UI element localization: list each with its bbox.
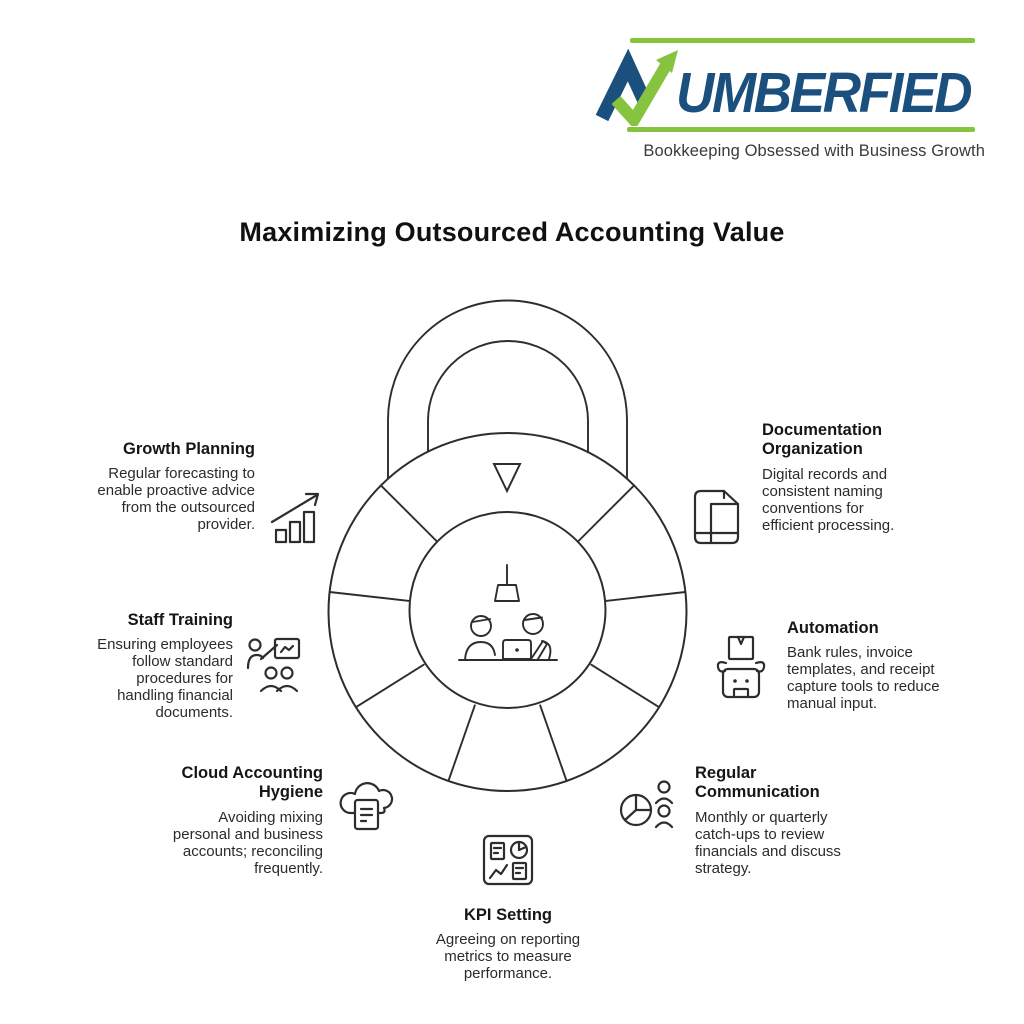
padlock-dial-graphic <box>300 280 740 820</box>
item-kpi-setting: KPI Setting Agreeing on reporting metric… <box>423 906 593 982</box>
item-documentation-organization: Documentation Organization Digital recor… <box>762 421 907 534</box>
item-description: Bank rules, invoice templates, and recei… <box>787 644 940 713</box>
item-description: Ensuring employees follow standard proce… <box>97 636 233 722</box>
item-title: Cloud Accounting Hygiene <box>181 764 323 802</box>
item-cloud-accounting-hygiene: Cloud Accounting Hygiene Avoiding mixing… <box>163 764 323 877</box>
brand-tagline: Bookkeeping Obsessed with Business Growt… <box>643 142 985 160</box>
bar-chart-growth-arrow-icon <box>268 488 326 546</box>
item-description: Digital records and consistent naming co… <box>762 465 895 534</box>
logo-bottom-rule <box>627 127 975 132</box>
logo-top-rule <box>630 38 975 43</box>
trainer-presentation-audience-icon <box>246 636 302 696</box>
dial-marker-triangle <box>492 463 522 494</box>
item-growth-planning: Growth Planning Regular forecasting to e… <box>97 440 255 533</box>
item-title: Growth Planning <box>123 440 255 458</box>
item-title: Staff Training <box>127 611 233 629</box>
people-working-illustration <box>458 564 558 661</box>
cloud-document-icon <box>338 779 394 835</box>
item-description: Avoiding mixing personal and business ac… <box>172 808 323 877</box>
page-title: Maximizing Outsourced Accounting Value <box>239 217 785 247</box>
item-title: Documentation Organization <box>762 421 883 459</box>
item-automation: Automation Bank rules, invoice templates… <box>787 619 945 712</box>
item-title: KPI Setting <box>463 906 552 924</box>
item-staff-training: Staff Training Ensuring employees follow… <box>93 611 233 721</box>
brand-wordmark: UMBERFIED <box>676 61 973 125</box>
item-title: Automation <box>787 619 879 637</box>
dashboard-reports-icon <box>481 833 535 887</box>
robot-package-icon <box>712 634 770 700</box>
dial-spokes <box>328 484 687 782</box>
item-regular-communication: Regular Communication Monthly or quarter… <box>695 764 855 877</box>
item-description: Monthly or quarterly catch-ups to review… <box>695 808 841 877</box>
file-grid-icon <box>691 488 743 546</box>
pie-chart-people-icon <box>618 778 676 834</box>
item-title: Regular Communication <box>695 764 820 802</box>
padlock-shackle <box>387 299 628 561</box>
numberfied-n-arrow-icon <box>594 48 686 126</box>
item-description: Regular forecasting to enable proactive … <box>97 465 255 534</box>
item-description: Agreeing on reporting metrics to measure… <box>435 931 581 983</box>
